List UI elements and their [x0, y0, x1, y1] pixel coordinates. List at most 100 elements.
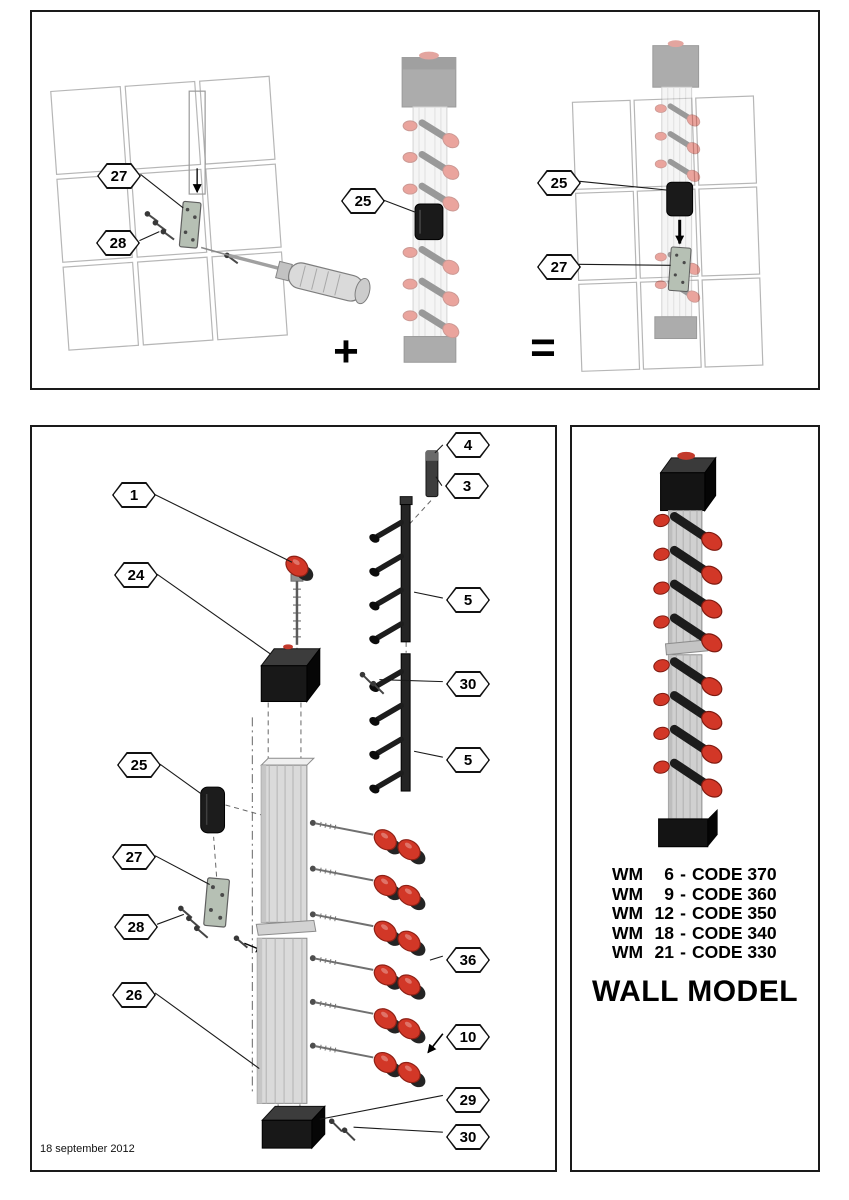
- model-size: 9: [664, 883, 674, 904]
- callout-number: 4: [463, 436, 473, 454]
- date-note: 18 september 2012: [40, 1143, 135, 1155]
- installation-panel: + = 27 28 25 25 27: [30, 10, 820, 390]
- hexagon-fill: [98, 164, 140, 188]
- tool-knobs: [369, 825, 429, 1091]
- knob-part-1: [281, 551, 317, 645]
- top-cap-24: [260, 644, 321, 703]
- model-code-row: WM 6 - CODE 370: [612, 864, 777, 885]
- callout-25-install: 25: [341, 188, 385, 214]
- screwdriver: [200, 246, 371, 305]
- hexagon-fill: [447, 588, 489, 612]
- code-separ ator: -: [680, 942, 686, 962]
- model-size: 21: [654, 942, 674, 962]
- callout-25-result: 25: [537, 170, 581, 196]
- product-panel: WM 6 - CODE 370 WM 9 - CODE 360 WM 12 - …: [570, 425, 820, 1172]
- model-size: 18: [654, 922, 674, 943]
- bottom-screws-30: [326, 1116, 359, 1142]
- model-code-row: WM 9 - CODE 360: [612, 883, 777, 905]
- exploded-view-panel: 4 3 1 24 5 30 5 25: [30, 425, 557, 1172]
- hexagon-fill: [447, 748, 489, 772]
- plus-operator: +: [333, 327, 359, 376]
- model-code: CODE 330: [692, 942, 777, 962]
- hexagon-fill: [447, 948, 489, 972]
- model-top-cap: [659, 451, 717, 513]
- callout-25: 25: [117, 752, 161, 778]
- callout-number: 28: [127, 918, 145, 936]
- hexagon-fill: [113, 983, 155, 1007]
- model-code-row: WM 18 - CODE 340: [612, 922, 777, 944]
- callout-number: 3: [462, 477, 472, 495]
- callout-number: 27: [550, 258, 568, 276]
- callout-3: 3: [445, 473, 489, 499]
- callout-number: 30: [459, 675, 477, 693]
- code-separator: -: [680, 903, 686, 923]
- callout-10: 10: [446, 1024, 490, 1050]
- equals-operator: =: [530, 323, 556, 372]
- model-code: CODE 340: [692, 922, 777, 943]
- model-prefix: WM: [612, 864, 644, 884]
- model-code-row: WM 12 - CODE 350: [612, 903, 777, 924]
- wall-model-illustration: [572, 451, 818, 848]
- hexagon-fill: [447, 1025, 489, 1049]
- code-separator: -: [680, 864, 686, 884]
- hexagon-fill: [113, 483, 155, 507]
- result-plate-27: [667, 246, 692, 293]
- mounting-plate-27: [178, 200, 202, 249]
- callout-number: 5: [463, 591, 473, 609]
- mounting-plate-27: [203, 877, 230, 928]
- wall-bracket-25: [414, 203, 444, 241]
- leader-lines: [139, 173, 671, 266]
- callout-number: 1: [129, 486, 139, 504]
- hexagon-fill: [447, 1125, 489, 1149]
- callout-number: 27: [125, 848, 143, 866]
- callout-number: 29: [459, 1091, 477, 1109]
- model-code: CODE 360: [692, 883, 777, 904]
- callout-number: 36: [459, 951, 477, 969]
- leader-lines: [154, 444, 444, 1133]
- callout-number: 25: [550, 174, 568, 192]
- hexagon-fill: [115, 915, 157, 939]
- hexagon-fill: [446, 474, 488, 498]
- rail-lower: [256, 937, 308, 1104]
- callout-number: 25: [354, 192, 372, 210]
- tiled-wall: [50, 75, 288, 351]
- bottom-cap-29: [261, 1105, 326, 1150]
- model-code: CODE 370: [692, 864, 777, 884]
- result-bracket-25: [666, 181, 694, 217]
- callout-5-upper: 5: [446, 587, 490, 613]
- mid-plate: [255, 919, 317, 936]
- model-code-row: WM 21 - CODE 330: [612, 942, 777, 963]
- wall-pad-25: [200, 786, 226, 834]
- callout-number: 27: [110, 167, 128, 185]
- callout-36: 36: [446, 947, 490, 973]
- callout-number: 25: [130, 756, 148, 774]
- hook-bracket-upper-5: [368, 496, 413, 646]
- knob-screws: [308, 818, 375, 1062]
- hexagon-fill: [447, 672, 489, 696]
- model-size: 6: [664, 864, 674, 884]
- callout-number: 5: [463, 751, 473, 769]
- arrow-to-knob-10: [427, 1033, 444, 1054]
- model-size: 12: [654, 903, 674, 923]
- hook-bracket-lower-5: [368, 653, 411, 795]
- callout-28-install: 28: [96, 230, 140, 256]
- callout-27: 27: [112, 844, 156, 870]
- callout-number: 26: [125, 986, 143, 1004]
- hexagon-fill: [113, 845, 155, 869]
- hexagon-fill: [538, 171, 580, 195]
- callout-27-result: 27: [537, 254, 581, 280]
- code-separator: -: [680, 883, 686, 904]
- hexagon-fill: [538, 255, 580, 279]
- callout-29: 29: [446, 1087, 490, 1113]
- result-wall: [571, 95, 764, 372]
- callout-5-lower: 5: [446, 747, 490, 773]
- model-prefix: WM: [612, 883, 644, 904]
- part-3-end-cap: [425, 450, 439, 498]
- model-prefix: WM: [612, 903, 644, 923]
- hexagon-fill: [97, 231, 139, 255]
- callout-4: 4: [446, 432, 490, 458]
- model-bottom-cap: [658, 808, 718, 848]
- position-indicator: [188, 90, 206, 195]
- callout-30-upper: 30: [446, 671, 490, 697]
